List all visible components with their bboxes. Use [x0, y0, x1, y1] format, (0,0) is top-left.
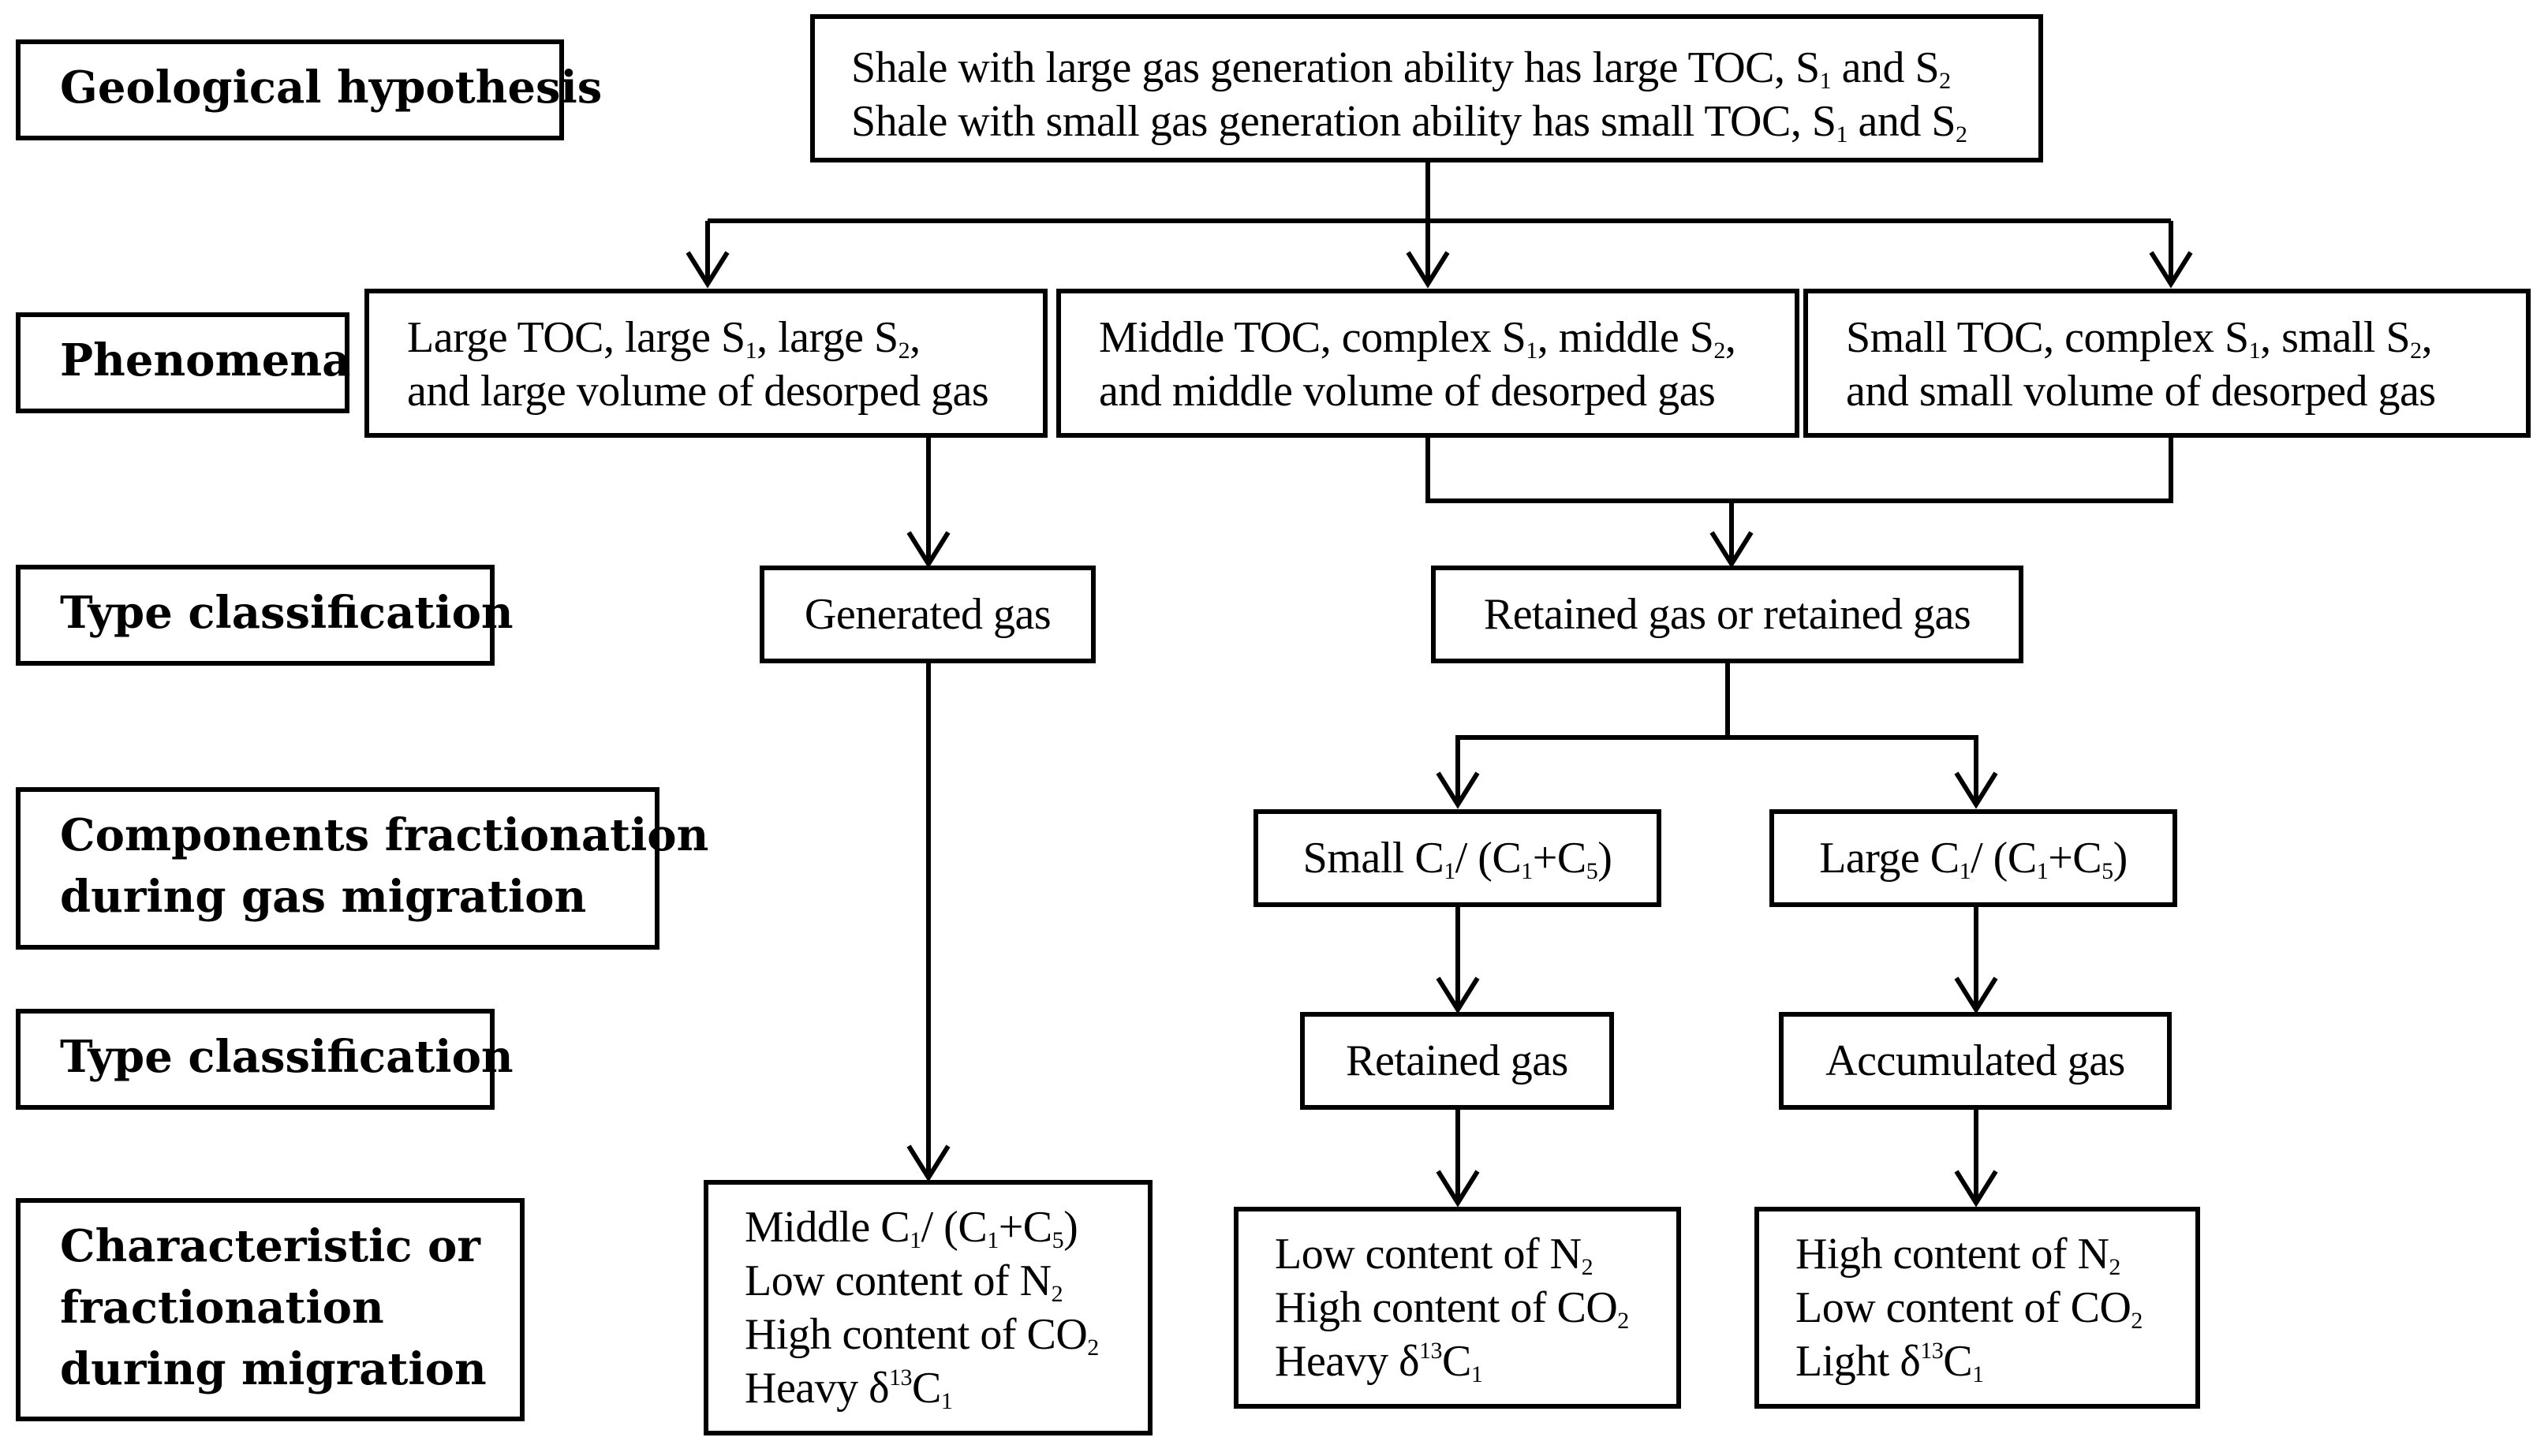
small-ratio-box: Small C1/ (C1+C5): [1253, 809, 1661, 907]
arrowhead-to-small-ratio: [1436, 771, 1480, 809]
generated-char-line-2: Low content of N2: [745, 1256, 1063, 1307]
accumulated-characteristic-box: High content of N2 Low content of CO2 Li…: [1754, 1207, 2200, 1409]
generated-gas-box: Generated gas: [760, 566, 1096, 663]
generated-char-line-3: High content of CO2: [745, 1310, 1099, 1361]
retained-or-retained-box: Retained gas or retained gas: [1431, 566, 2023, 663]
label-type-classification-2: Type classification: [16, 1009, 514, 1110]
label-type-classification-1: Type classification: [16, 565, 514, 666]
retained-gas-box: Retained gas: [1300, 1012, 1614, 1110]
accumulated-gas-box: Accumulated gas: [1779, 1012, 2172, 1110]
phenomena-large-line-1: Large TOC, large S1, large S2,: [407, 313, 921, 364]
arrowhead-to-accumulated: [1954, 976, 1998, 1014]
label-characteristic-line-3: during migration: [60, 1343, 487, 1395]
accumulated-gas-text: Accumulated gas: [1825, 1036, 2125, 1085]
arrowhead-to-generated: [906, 531, 951, 569]
large-ratio-text: Large C1/ (C1+C5): [1819, 834, 2128, 884]
large-ratio-box: Large C1/ (C1+C5): [1769, 809, 2177, 907]
label-geological-hypothesis: Geological hypothesis: [16, 39, 602, 140]
generated-char-line-4: Heavy δ13C1: [745, 1364, 953, 1414]
arrowhead-to-phenomena-small: [2149, 251, 2193, 289]
label-components-line-2: during gas migration: [60, 871, 587, 923]
retained-char-line-1: Low content of N2: [1275, 1230, 1593, 1280]
retained-or-retained-text: Retained gas or retained gas: [1483, 590, 1971, 639]
label-characteristic-line-1: Characteristic or: [60, 1220, 480, 1272]
phenomena-small-line-2: and small volume of desorped gas: [1846, 367, 2436, 416]
arrowhead-to-retained-or: [1709, 531, 1754, 569]
label-components-fractionation: Components fractionation during gas migr…: [16, 787, 709, 950]
retained-char-line-3: Heavy δ13C1: [1275, 1337, 1483, 1387]
hypothesis-box: Shale with large gas generation ability …: [810, 14, 2043, 162]
label-phenomena-text: Phenomena: [60, 334, 351, 386]
retained-char-line-2: High content of CO2: [1275, 1283, 1629, 1334]
phenomena-large-box: Large TOC, large S1, large S2, and large…: [364, 289, 1048, 438]
arrowhead-to-phenomena-large: [686, 251, 730, 289]
label-type-classification-1-text: Type classification: [60, 587, 514, 639]
phenomena-small-box: Small TOC, complex S1, small S2, and sma…: [1803, 289, 2531, 438]
arrowhead-to-accumulated-characteristic: [1954, 1170, 1998, 1208]
generated-characteristic-box: Middle C1/ (C1+C5) Low content of N2 Hig…: [704, 1180, 1153, 1435]
label-components-line-1: Components fractionation: [60, 809, 709, 861]
connector-merge-to-retained-or: [1425, 438, 2173, 564]
arrowhead-to-retained: [1436, 976, 1480, 1014]
arrowhead-to-generated-characteristic: [906, 1144, 951, 1182]
accumulated-char-line-3: Light δ13C1: [1795, 1337, 1984, 1387]
label-geological-hypothesis-text: Geological hypothesis: [60, 62, 603, 114]
label-phenomena: Phenomena: [16, 312, 351, 413]
connector-retained-or-split: [1455, 663, 1978, 805]
connector-hypothesis-branch: [705, 162, 2173, 280]
arrowhead-to-phenomena-middle: [1406, 251, 1450, 289]
label-characteristic: Characteristic or fractionation during m…: [16, 1198, 525, 1421]
generated-gas-text: Generated gas: [804, 590, 1052, 639]
arrowhead-to-large-ratio: [1954, 771, 1998, 809]
retained-gas-text: Retained gas: [1346, 1036, 1568, 1085]
phenomena-middle-line-1: Middle TOC, complex S1, middle S2,: [1099, 313, 1736, 364]
phenomena-middle-line-2: and middle volume of desorped gas: [1099, 367, 1716, 416]
phenomena-large-line-2: and large volume of desorped gas: [407, 367, 989, 416]
accumulated-char-line-2: Low content of CO2: [1795, 1283, 2143, 1334]
label-type-classification-2-text: Type classification: [60, 1031, 514, 1083]
label-characteristic-line-2: fractionation: [60, 1282, 384, 1334]
small-ratio-text: Small C1/ (C1+C5): [1302, 834, 1612, 884]
retained-characteristic-box: Low content of N2 High content of CO2 He…: [1234, 1207, 1681, 1409]
phenomena-middle-box: Middle TOC, complex S1, middle S2, and m…: [1056, 289, 1799, 438]
hypothesis-line-1: Shale with large gas generation ability …: [851, 43, 1951, 94]
generated-char-line-1: Middle C1/ (C1+C5): [745, 1203, 1078, 1253]
hypothesis-line-2: Shale with small gas generation ability …: [851, 97, 1967, 147]
phenomena-small-line-1: Small TOC, complex S1, small S2,: [1846, 313, 2433, 364]
arrowhead-to-retained-characteristic: [1436, 1170, 1480, 1208]
accumulated-char-line-1: High content of N2: [1795, 1230, 2120, 1280]
